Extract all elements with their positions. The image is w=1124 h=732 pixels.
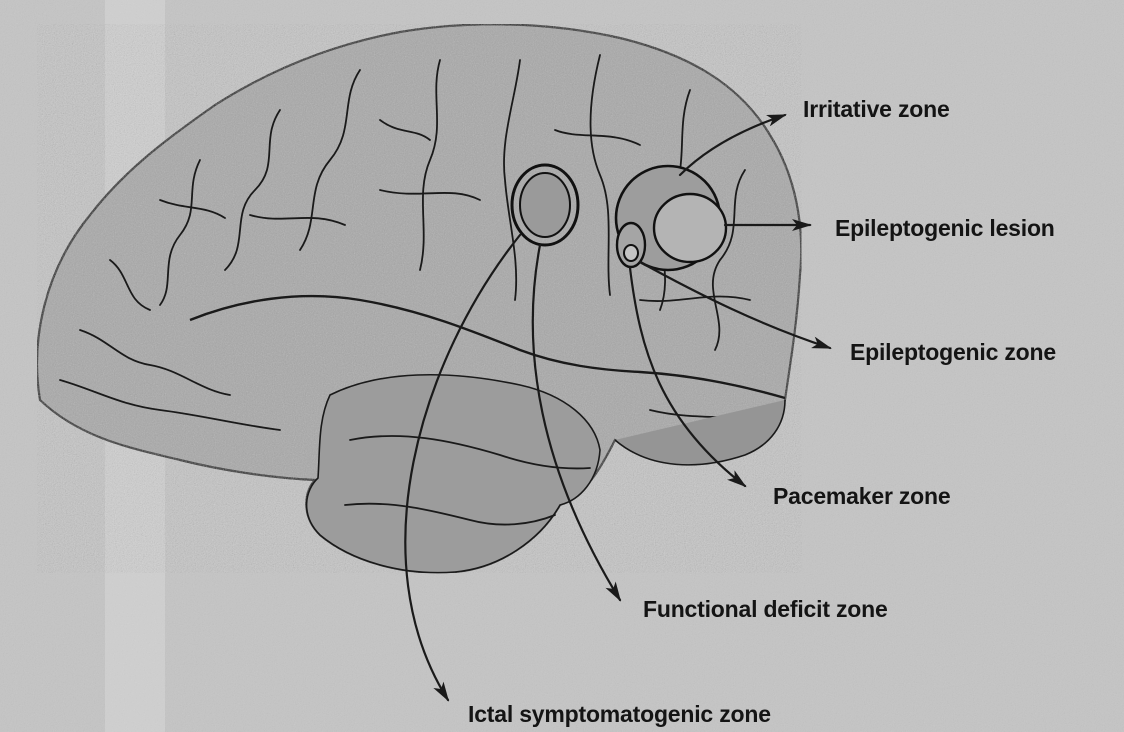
- epileptogenic-lesion-ring: [654, 194, 726, 262]
- label-pacemaker-zone: Pacemaker zone: [773, 485, 950, 508]
- label-epileptogenic-lesion: Epileptogenic lesion: [835, 217, 1055, 240]
- label-epileptogenic-zone: Epileptogenic zone: [850, 341, 1056, 364]
- pacemaker-zone-ring: [617, 223, 645, 267]
- label-functional-deficit-zone: Functional deficit zone: [643, 598, 888, 621]
- label-ictal-symptomatogenic-zone: Ictal symptomatogenic zone: [468, 703, 771, 726]
- label-irritative-zone: Irritative zone: [803, 98, 950, 121]
- functional-deficit-ring: [512, 165, 578, 245]
